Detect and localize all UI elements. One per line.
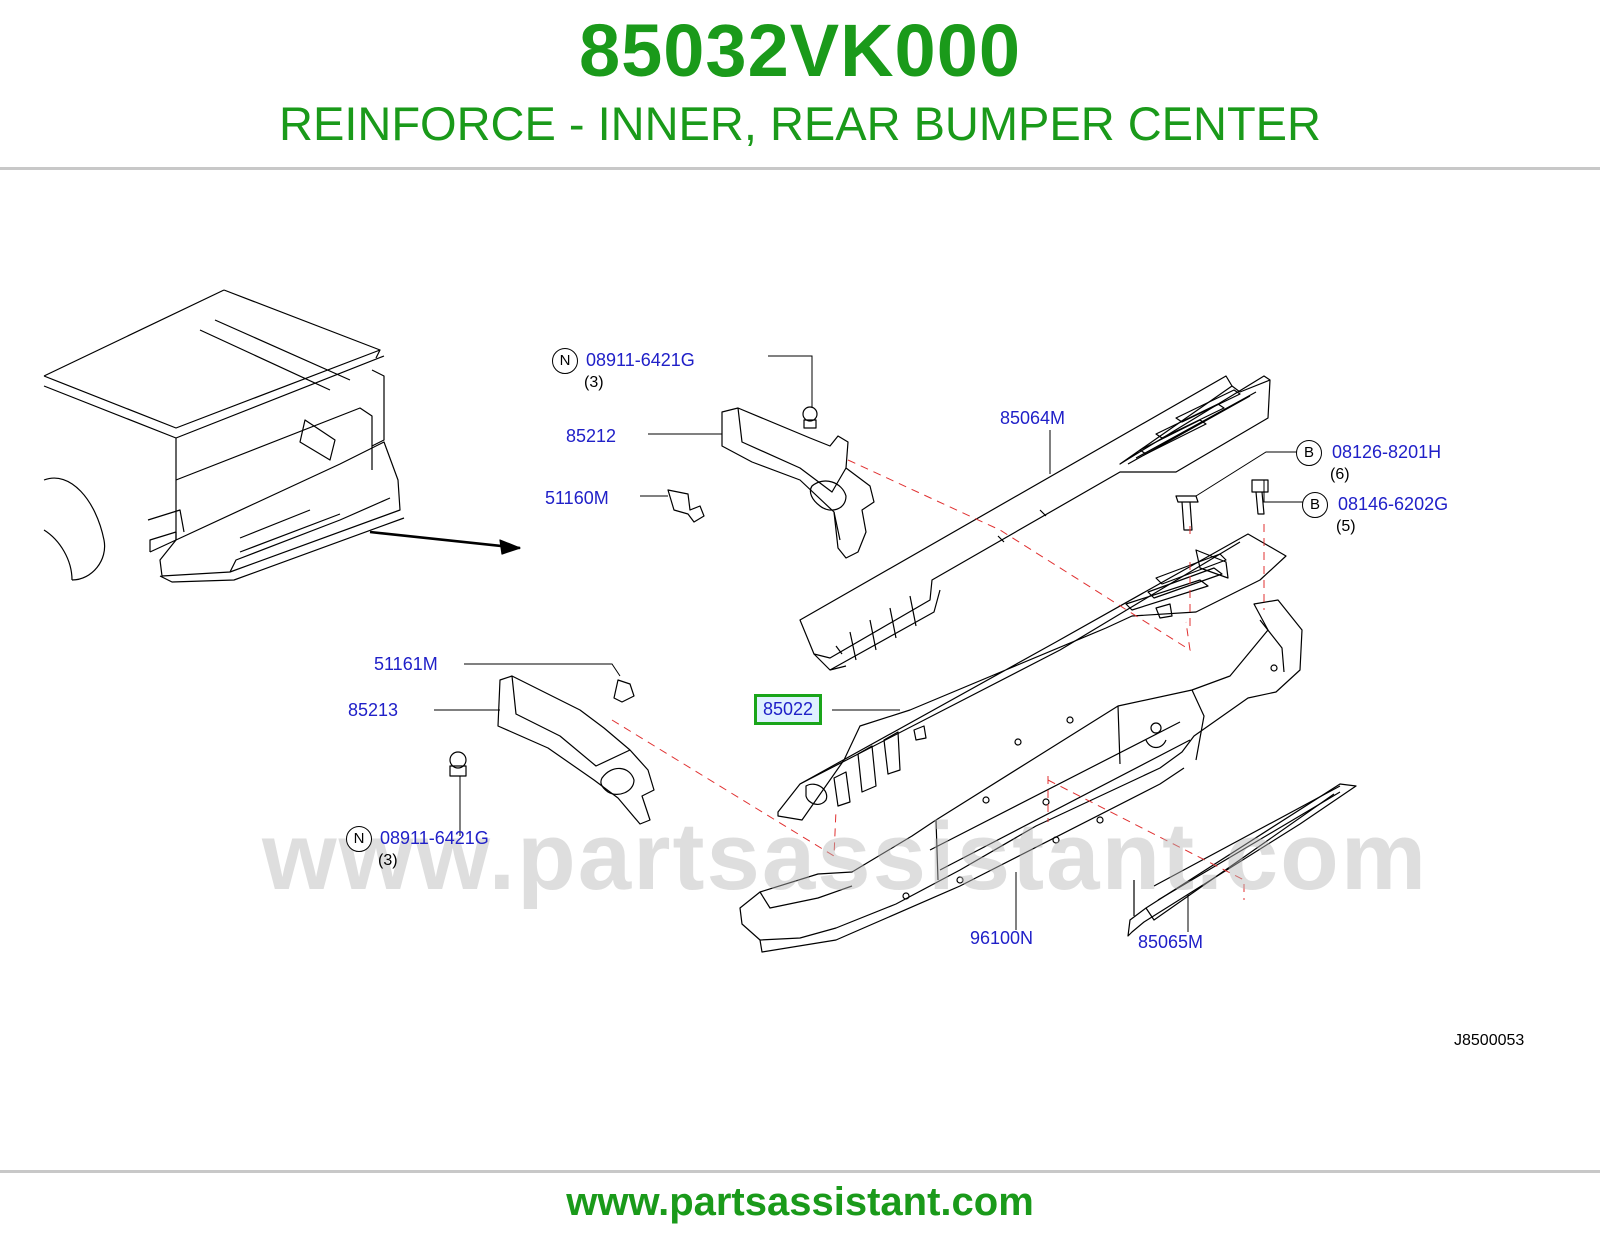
callout-51160m[interactable]: 51160M (545, 488, 609, 508)
bolt-08146-drawing (1251, 479, 1269, 515)
symbol-n-badge: N (552, 348, 578, 374)
callout-85022-highlighted[interactable]: 85022 (754, 694, 823, 725)
footer-divider (0, 1170, 1600, 1173)
quantity-label: (5) (1336, 518, 1356, 535)
drawing-id: J8500053 (1454, 1032, 1525, 1049)
callout-85212[interactable]: 85212 (566, 426, 617, 446)
bracket-85213-drawing (449, 675, 655, 825)
part-description: REINFORCE - INNER, REAR BUMPER CENTER (279, 97, 1321, 150)
header-divider (0, 167, 1600, 170)
part-number-title: 85032VK000 (578, 9, 1022, 92)
bracket-85212-drawing (667, 406, 875, 559)
symbol-b-badge: B (1302, 492, 1328, 518)
callout-08126-8201h[interactable]: 08126-8201H (1332, 442, 1442, 462)
footer-url[interactable]: www.partsassistant.com (566, 1180, 1034, 1224)
callout-85064m[interactable]: 85064M (1000, 408, 1066, 428)
symbol-b-badge: B (1296, 440, 1322, 466)
callout-85065m[interactable]: 85065M (1138, 932, 1204, 952)
parts-diagram: www.partsassistant.com N 08911-6421G (3)… (0, 180, 1600, 1160)
callout-51161m[interactable]: 51161M (374, 654, 438, 674)
bolt-08126-drawing (1175, 495, 1199, 531)
reinforcement-85022-drawing (777, 533, 1287, 821)
dashed-assembly-lines (611, 459, 1265, 900)
callout-85213[interactable]: 85213 (348, 700, 399, 720)
quantity-label: (6) (1330, 466, 1350, 483)
step-pad-85064m-drawing (799, 375, 1271, 671)
watermark: www.partsassistant.com (262, 803, 1429, 910)
quantity-label: (3) (378, 852, 398, 869)
parts-drawing (43, 289, 1357, 953)
truck-rear-drawing (43, 289, 405, 583)
symbol-n-badge: N (346, 826, 372, 852)
callout-08911-6421g-top[interactable]: 08911-6421G (586, 350, 695, 370)
bumper-96100n-drawing (739, 599, 1303, 953)
callout-08146-6202g[interactable]: 08146-6202G (1338, 494, 1449, 514)
callout-08911-6421g-bottom[interactable]: 08911-6421G (380, 828, 489, 848)
callout-96100n[interactable]: 96100N (970, 928, 1034, 948)
quantity-label: (3) (584, 374, 604, 391)
header: 85032VK000 REINFORCE - INNER, REAR BUMPE… (0, 0, 1600, 170)
step-pad-85065m-drawing (1127, 783, 1357, 937)
